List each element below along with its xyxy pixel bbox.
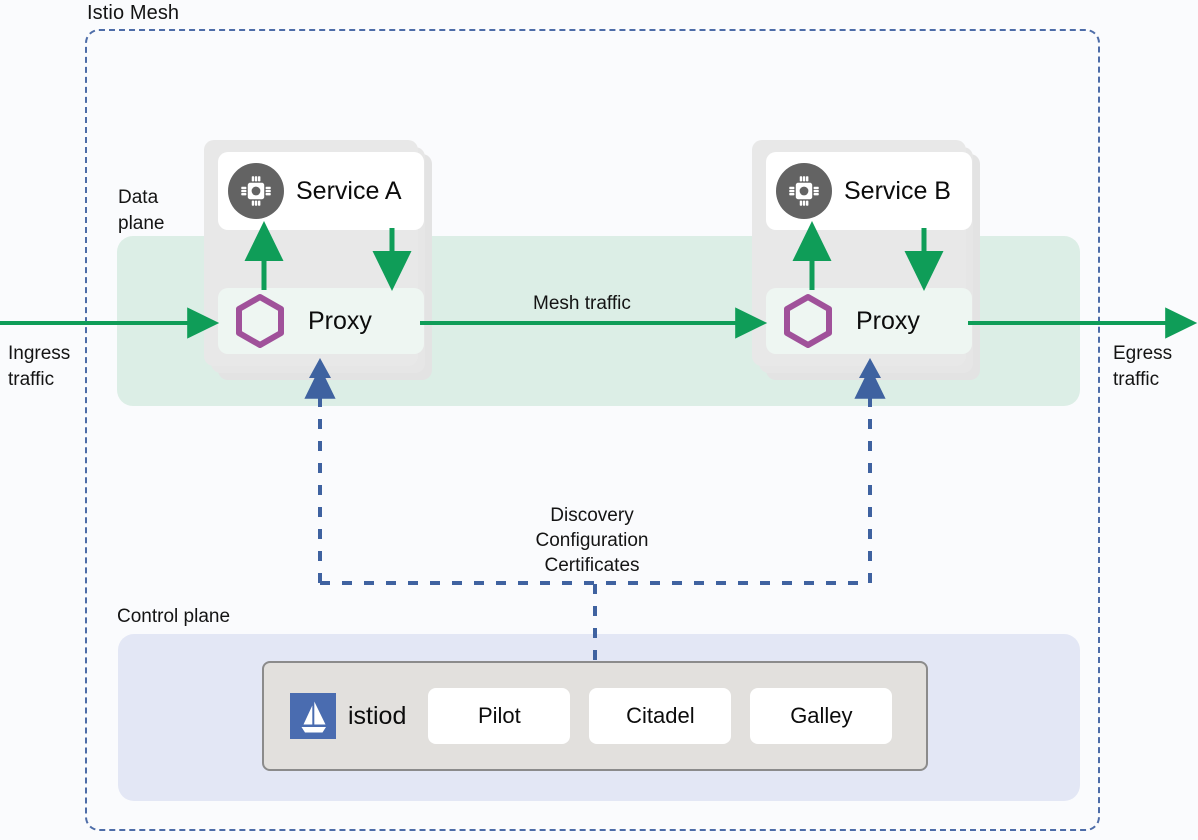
istiod-panel: istiod Pilot Citadel Galley <box>262 661 928 771</box>
component-citadel[interactable]: Citadel <box>589 688 732 744</box>
istio-mesh-title: Istio Mesh <box>87 2 180 24</box>
data-plane-label: Data plane <box>118 187 165 234</box>
pod-service-a: Service A Proxy <box>204 140 432 380</box>
istiod-components: Pilot Citadel Galley <box>428 688 893 744</box>
cpu-chip-icon <box>228 163 284 219</box>
proxy-card-b[interactable]: Proxy <box>766 288 972 354</box>
ingress-traffic-label: Ingress traffic <box>8 343 71 390</box>
component-pilot[interactable]: Pilot <box>428 688 571 744</box>
control-signal-label: Discovery Configuration Certificates <box>535 505 649 576</box>
component-galley[interactable]: Galley <box>750 688 893 744</box>
proxy-name-a: Proxy <box>308 306 372 335</box>
proxy-name-b: Proxy <box>856 306 920 335</box>
mesh-traffic-label: Mesh traffic <box>533 293 631 314</box>
egress-traffic-label: Egress traffic <box>1113 343 1173 390</box>
proxy-card-a[interactable]: Proxy <box>218 288 424 354</box>
control-plane-label: Control plane <box>117 606 231 627</box>
envoy-hexagon-icon <box>234 293 286 349</box>
envoy-hexagon-icon <box>782 293 834 349</box>
istio-mesh-boundary <box>85 29 1100 831</box>
service-card-b[interactable]: Service B <box>766 152 972 230</box>
istiod-brand: istiod <box>290 693 406 739</box>
istiod-label: istiod <box>348 701 407 730</box>
cpu-chip-icon <box>776 163 832 219</box>
istio-sailboat-logo <box>290 693 336 739</box>
service-name-a: Service A <box>296 176 402 205</box>
service-card-a[interactable]: Service A <box>218 152 424 230</box>
service-name-b: Service B <box>844 176 951 205</box>
pod-service-b: Service B Proxy <box>752 140 980 380</box>
